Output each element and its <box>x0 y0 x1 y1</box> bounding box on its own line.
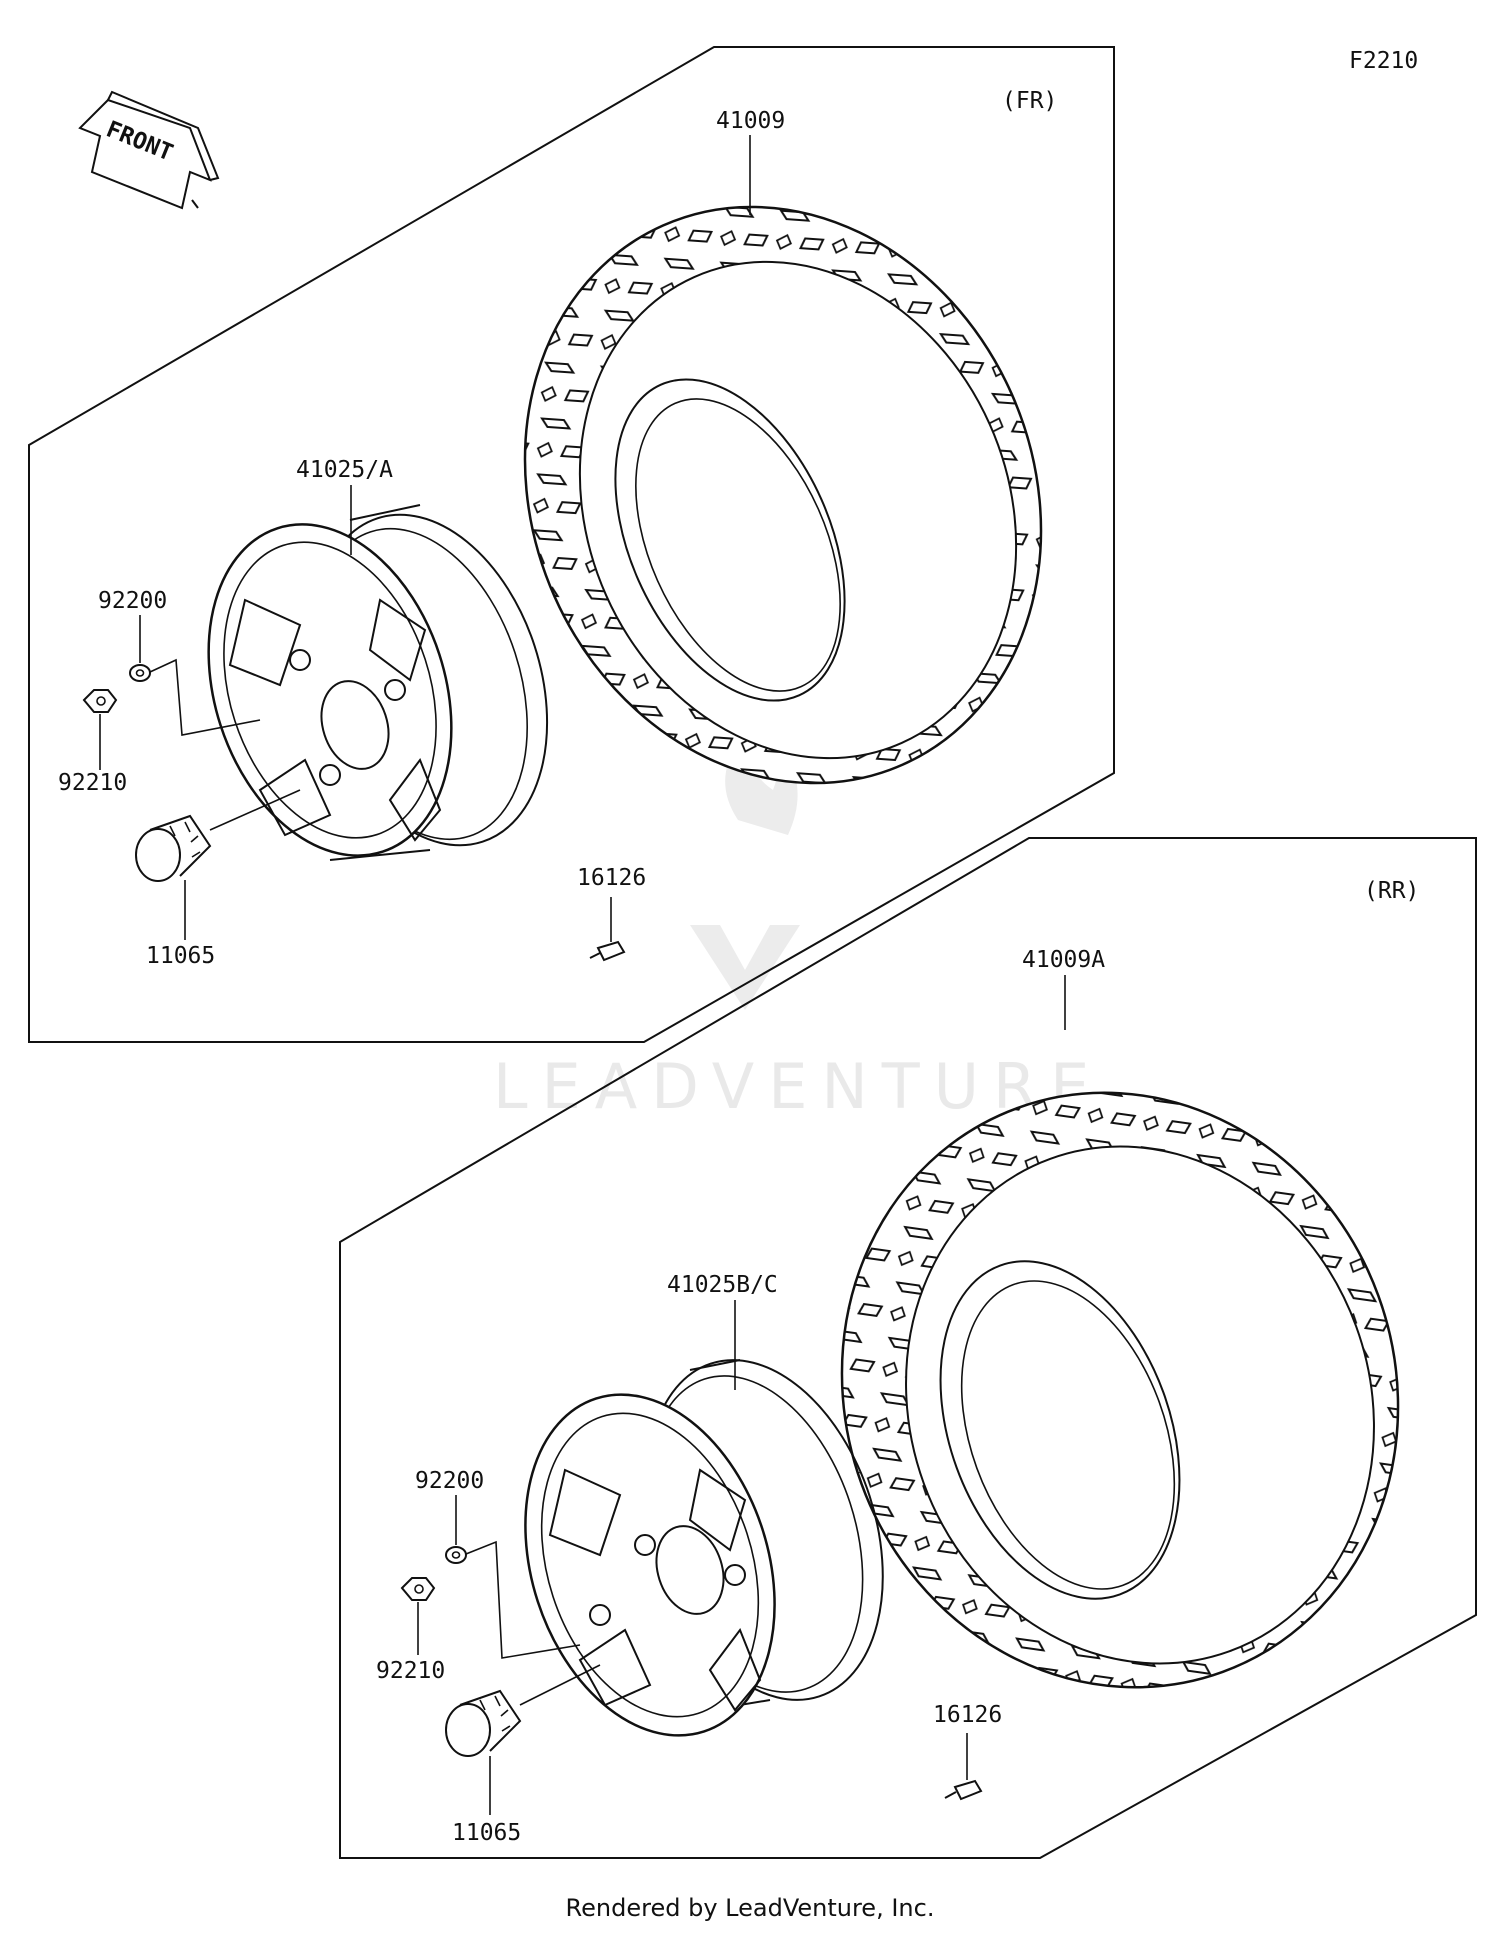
rear-washer <box>445 1546 467 1564</box>
front-cap <box>135 814 212 882</box>
rear-cap-part-number: 11065 <box>452 1820 521 1846</box>
watermark: LEADVENTURE <box>493 730 1103 1123</box>
front-wheel <box>207 504 549 861</box>
rear-valve-part-number: 16126 <box>933 1702 1002 1728</box>
front-nut <box>82 689 118 713</box>
front-cap-part-number: 11065 <box>146 943 215 969</box>
rear-nut-part-number: 92210 <box>376 1658 445 1684</box>
watermark-text: LEADVENTURE <box>493 1050 1103 1123</box>
rear-section: (RR) 41009A 41025B/C 92200 <box>339 837 1477 1859</box>
front-section-title: (FR) <box>1002 88 1057 114</box>
rear-nut <box>400 1577 436 1601</box>
front-valve-part-number: 16126 <box>577 865 646 891</box>
front-washer <box>129 664 151 682</box>
front-wheel-part-number: 41025/A <box>296 457 393 483</box>
front-arrow-label: FRONT <box>103 116 177 166</box>
front-valve <box>589 940 626 962</box>
rear-section-title: (RR) <box>1364 878 1419 904</box>
footer-credit: Rendered by LeadVenture, Inc. <box>565 1894 935 1922</box>
rear-wheel-part-number: 41025B/C <box>667 1272 778 1298</box>
front-tire-part-number: 41009 <box>716 108 785 134</box>
rear-tire <box>840 1091 1400 1689</box>
front-washer-part-number: 92200 <box>98 588 167 614</box>
diagram-code: F2210 <box>1349 48 1418 74</box>
rear-washer-part-number: 92200 <box>415 1468 484 1494</box>
rear-section-frame <box>339 837 1477 1859</box>
rear-valve <box>944 1779 983 1801</box>
front-nut-part-number: 92210 <box>58 770 127 796</box>
front-section: (FR) 41009 41025/A 92200 <box>28 46 1115 1043</box>
front-tire <box>523 205 1043 785</box>
rear-wheel <box>524 1359 884 1737</box>
front-arrow-icon: FRONT <box>78 90 220 210</box>
rear-tire-part-number: 41009A <box>1022 947 1105 973</box>
rear-cap <box>445 1689 522 1757</box>
front-section-frame <box>28 46 1115 1043</box>
